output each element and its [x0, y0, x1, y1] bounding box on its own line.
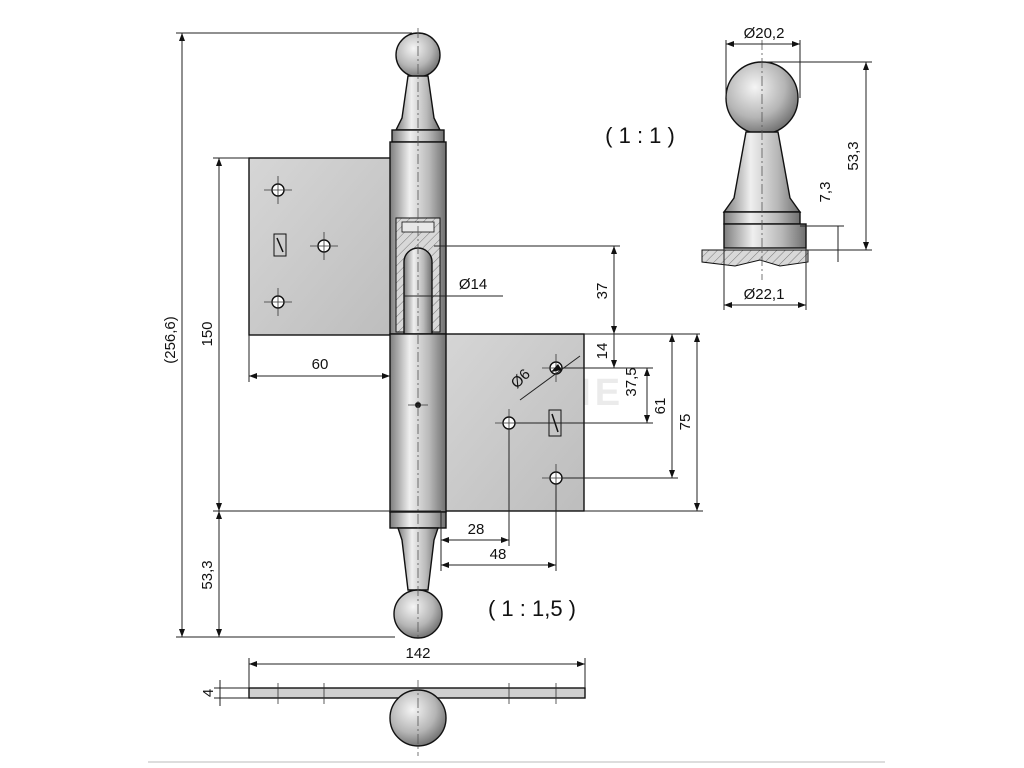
dimension-arrows	[179, 33, 869, 667]
dim-leaf-height: 150	[199, 321, 216, 346]
side-view	[248, 680, 586, 756]
dimension-lines	[148, 32, 885, 763]
dim-pin-diameter: Ø14	[459, 276, 487, 293]
dim-hole-x-1: 28	[468, 521, 485, 538]
scale-label-main: ( 1 : 1,5 )	[488, 596, 576, 621]
dim-hole-spacing-1: 37,5	[623, 367, 640, 396]
dim-leaf-width-left: 60	[312, 356, 329, 373]
dim-leaf-offset: 14	[594, 343, 611, 360]
dim-detail-collar: 7,3	[817, 182, 834, 203]
dim-detail-top-diameter: Ø20,2	[744, 25, 785, 42]
dim-pin-offset: 37	[594, 283, 611, 300]
dim-finial-height: 53,3	[199, 560, 216, 589]
detail-finial	[701, 40, 809, 280]
logo-mark-left	[273, 233, 287, 257]
left-leaf-plate	[248, 157, 396, 336]
dim-detail-height: 53,3	[845, 141, 862, 170]
hinge-barrel	[389, 28, 447, 640]
dim-leaf-height-right: 75	[677, 414, 694, 431]
dim-hole-x-2: 48	[490, 546, 507, 563]
dim-total-width: 142	[405, 645, 430, 662]
dim-thickness: 4	[200, 689, 217, 697]
dim-overall-height: (256,6)	[162, 316, 179, 364]
scale-label-detail: ( 1 : 1 )	[605, 123, 675, 148]
dim-detail-bottom-diameter: Ø22,1	[744, 286, 785, 303]
dim-hole-spacing-2: 61	[652, 398, 669, 415]
